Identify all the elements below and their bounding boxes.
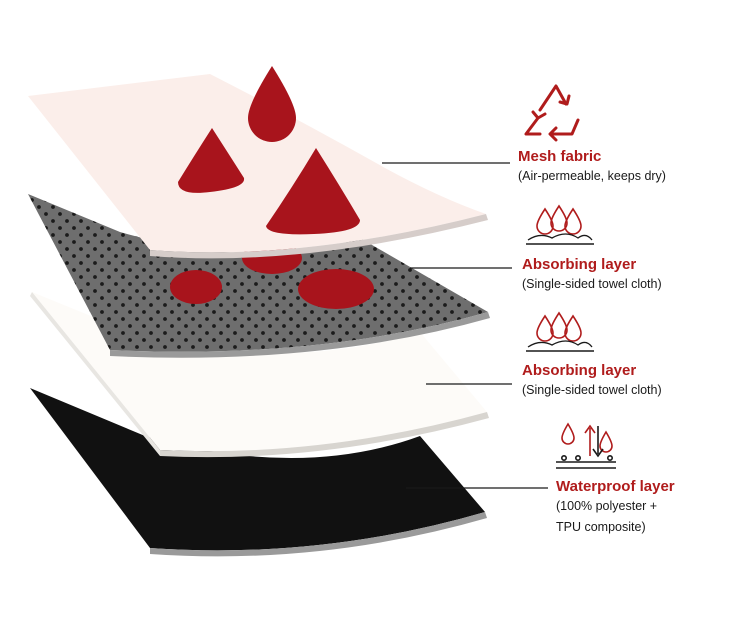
waterproof-layer-label: Waterproof layer (100% polyester + TPU c…	[556, 478, 675, 538]
water-drops	[178, 66, 360, 235]
mesh-fabric-sheet	[28, 66, 488, 259]
absorbing-drops-icon	[526, 204, 594, 245]
layer-subtitle: (Single-sided towel cloth)	[522, 277, 662, 291]
layer-title: Waterproof layer	[556, 478, 675, 495]
layer-subtitle: (Single-sided towel cloth)	[522, 383, 662, 397]
layer-title: Mesh fabric	[518, 148, 602, 165]
recycle-arrows-icon	[524, 84, 580, 142]
layer-subtitle-line-2: TPU composite)	[556, 520, 646, 534]
layer-title: Absorbing layer	[522, 256, 637, 273]
layer-subtitle: (Air-permeable, keeps dry)	[518, 169, 666, 183]
absorbing-layer-1-label: Absorbing layer (Single-sided towel clot…	[522, 256, 662, 295]
absorbing-layer-2-label: Absorbing layer (Single-sided towel clot…	[522, 362, 662, 401]
layer-subtitle-line-1: (100% polyester +	[556, 499, 658, 513]
connector-lines	[382, 162, 548, 489]
mesh-fabric-label: Mesh fabric (Air-permeable, keeps dry)	[518, 148, 666, 187]
absorbing-layer-white-sheet	[30, 292, 489, 458]
waterproof-barrier-icon	[556, 422, 616, 469]
layer-title: Absorbing layer	[522, 362, 637, 379]
absorbing-layer-gray-sheet	[28, 194, 490, 358]
waterproof-layer-sheet	[30, 388, 487, 557]
absorbing-drops-icon	[526, 311, 594, 352]
